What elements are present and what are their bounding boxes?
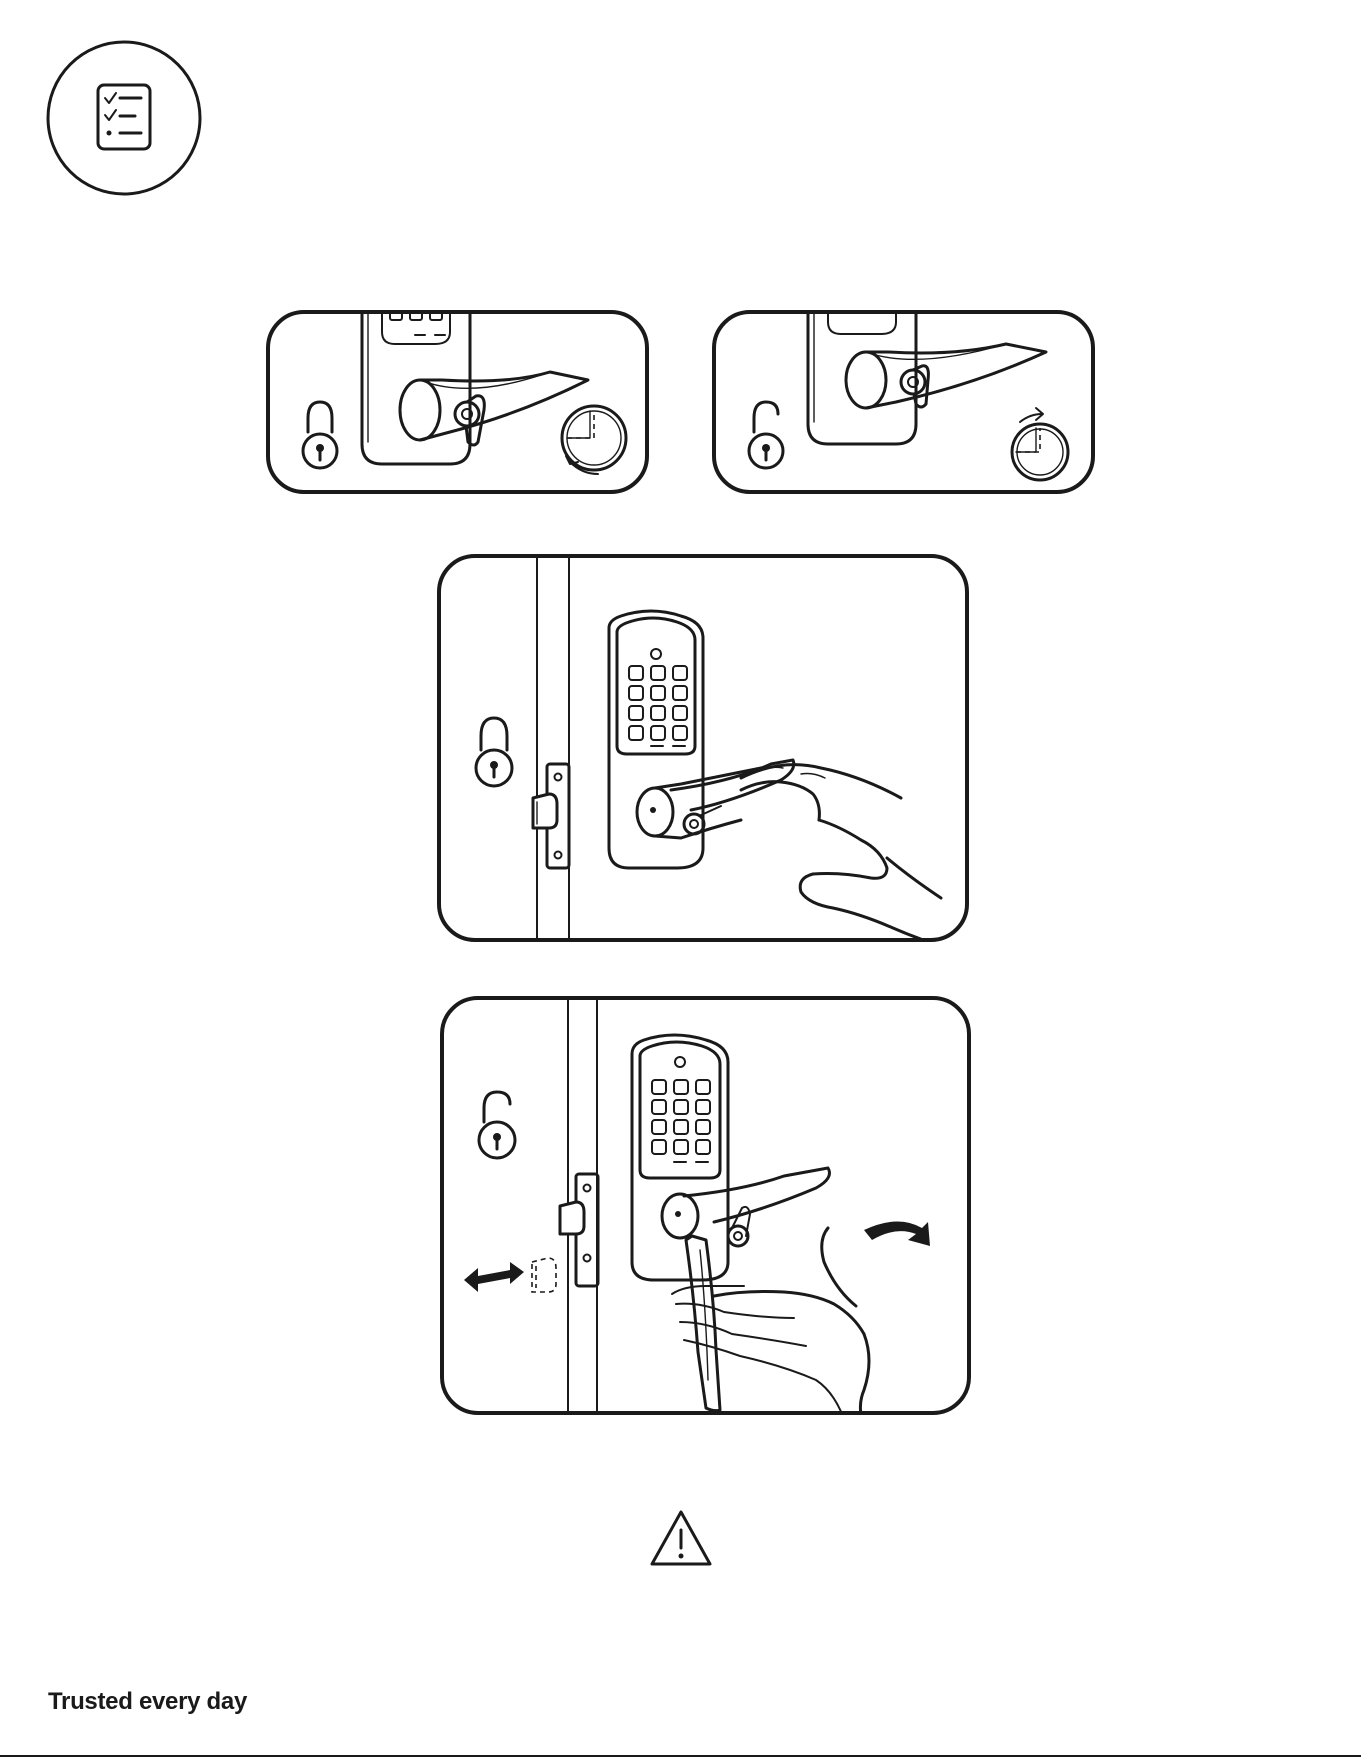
double-arrow-icon bbox=[464, 1262, 524, 1292]
brand-tagline: Trusted every day bbox=[48, 1688, 247, 1716]
panel-lever-unlocked bbox=[440, 996, 971, 1415]
padlock-closed-icon bbox=[303, 402, 337, 468]
checklist-icon bbox=[44, 38, 204, 198]
panel-turn-key-lock bbox=[266, 310, 649, 494]
curved-arrow-icon bbox=[864, 1221, 930, 1246]
rotate-clockwise-icon bbox=[562, 406, 626, 474]
padlock-open-icon bbox=[749, 402, 783, 468]
keypad bbox=[629, 666, 687, 746]
panel-turn-key-unlock bbox=[712, 310, 1095, 494]
checklist-badge bbox=[44, 38, 204, 198]
padlock-open-icon bbox=[479, 1092, 515, 1158]
bottom-rule bbox=[0, 1755, 1361, 1757]
warning-triangle-icon bbox=[648, 1508, 714, 1568]
panel-lever-locked bbox=[437, 554, 969, 942]
hand-illustration bbox=[741, 765, 941, 942]
padlock-closed-icon bbox=[476, 718, 512, 786]
rotate-counterclockwise-icon bbox=[1012, 408, 1068, 480]
keypad bbox=[652, 1080, 710, 1162]
warning-badge bbox=[648, 1508, 714, 1568]
